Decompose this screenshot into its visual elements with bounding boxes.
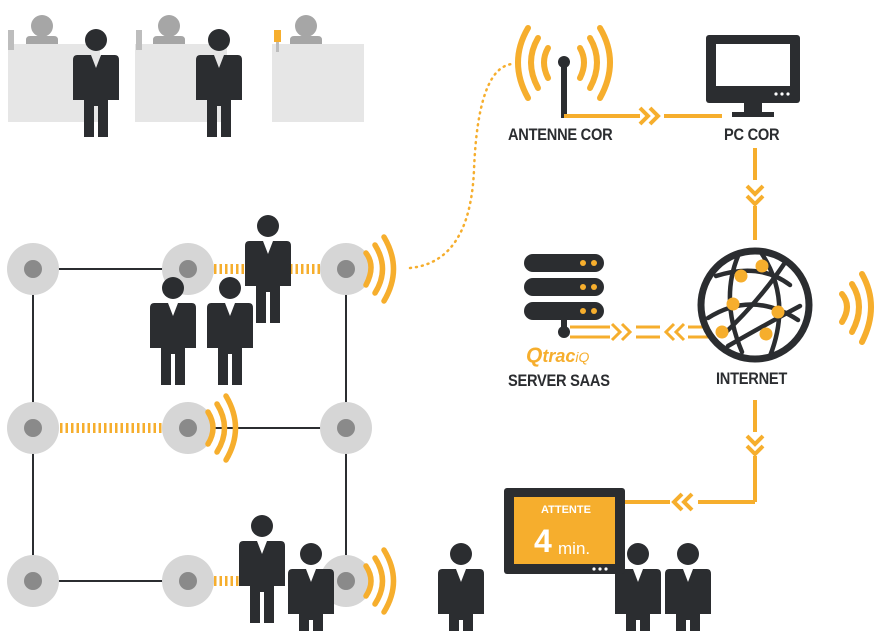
waiting-display-icon [504,488,625,574]
sensor-node-icon [7,243,372,607]
qtraciq-logo: QtraciQ [526,344,590,367]
antenna-pc-connector [564,106,722,126]
server-internet-connector [570,322,710,342]
person-icon [288,543,334,631]
counter-desk-2 [135,15,242,137]
globe-network-icon [697,247,813,363]
sensor-nodes [7,243,372,607]
person-icon [207,277,253,385]
counter-desk-1 [8,15,119,137]
person-icon [438,543,484,631]
pc-label: PC COR [724,125,780,144]
person-icon [665,543,711,631]
person-icon [239,515,285,623]
pc-internet-connector [745,148,765,240]
counter-desk-3 [272,15,364,122]
internet-display-connector [625,400,765,512]
display-title: ATTENTE [541,504,591,516]
wifi-signal-icon [839,271,874,345]
antenna-label: ANTENNE COR [508,125,613,144]
display-unit: min. [558,539,591,558]
antenna-icon [515,25,613,118]
server-icon [524,254,604,338]
monitor-icon [706,35,800,117]
display-value: 4 [534,523,552,559]
server-label: SERVER SAAS [508,371,610,390]
wifi-signal-icon [205,234,397,615]
wireless-link [408,62,514,270]
internet-label: INTERNET [716,369,788,388]
